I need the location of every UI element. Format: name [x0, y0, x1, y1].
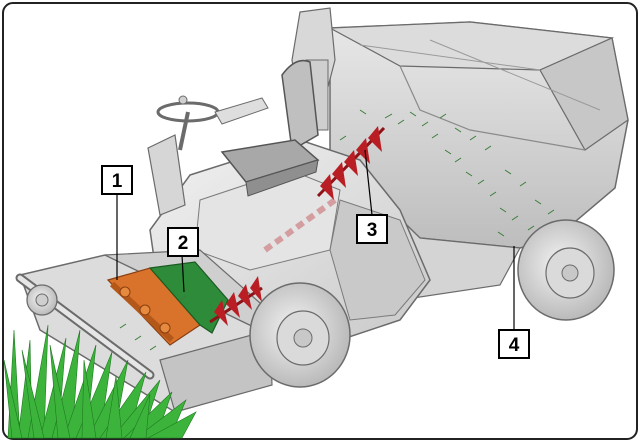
callout-3: 3: [356, 149, 388, 244]
callout-1: 1: [101, 165, 133, 280]
clippings-stream: [119, 109, 567, 351]
rising-auger: [316, 126, 386, 200]
callout-3-label: 3: [367, 220, 378, 241]
callout-2: 2: [167, 227, 199, 293]
callout-1-label: 1: [112, 171, 123, 192]
grass-tuft: [3, 324, 197, 439]
callout-4: 4: [498, 246, 530, 359]
internal-channel: [263, 197, 337, 253]
steering: [147, 95, 269, 216]
callout-4-label: 4: [509, 335, 520, 356]
front-auger: [209, 276, 263, 326]
chassis: [149, 139, 431, 341]
seat: [220, 59, 320, 197]
callout-2-label: 2: [178, 233, 189, 254]
front-tire: [249, 282, 351, 388]
rear-tire: [517, 219, 615, 321]
